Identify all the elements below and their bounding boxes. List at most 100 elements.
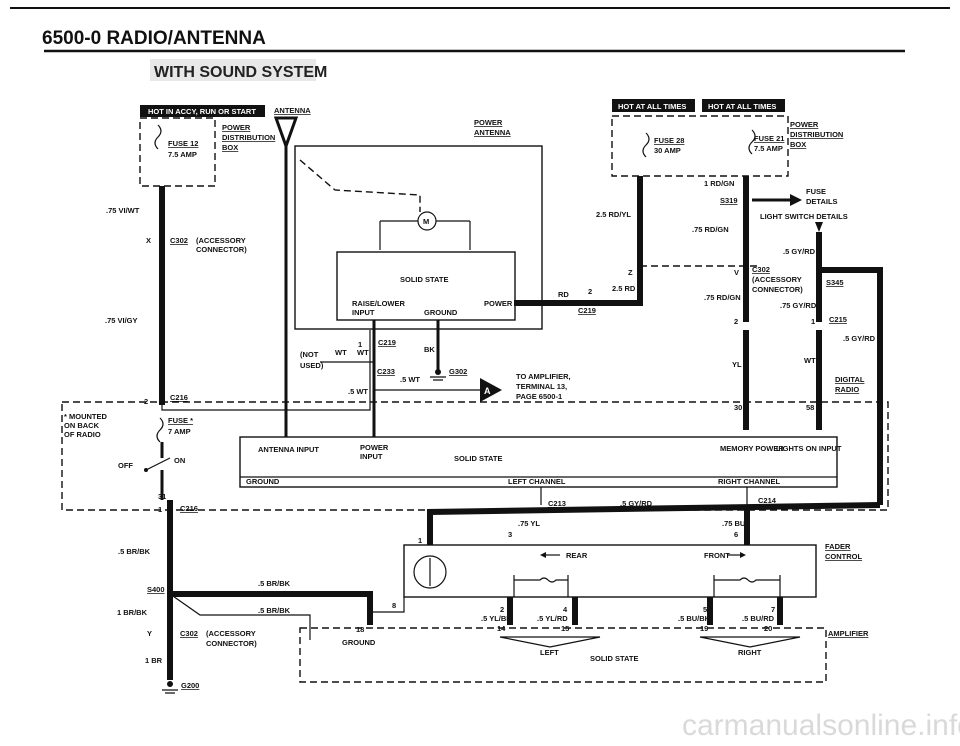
wire-5-br-bk-b <box>170 591 373 625</box>
switch-off-label: OFF <box>118 461 133 470</box>
fuse21-amp: 7.5 AMP <box>754 144 783 153</box>
wire-5-br-bk-c <box>169 593 311 640</box>
right-power-distribution-box <box>611 115 789 177</box>
wire-5brbk-c-label: .5 BR/BK <box>258 606 291 615</box>
radio-fuse-symbol <box>156 417 164 443</box>
rear-label: REAR <box>566 551 588 560</box>
amplifier-outline <box>299 627 827 683</box>
wire-75gyrd-label: .75 GY/RD <box>780 301 817 310</box>
fader-pin-2: 2 <box>500 605 504 614</box>
fuse12-label: FUSE 12 <box>168 139 198 148</box>
bk-label: BK <box>424 345 435 354</box>
rear-arrow-icon <box>540 552 546 558</box>
fuse28-label: FUSE 28 <box>654 136 684 145</box>
c219r-pin-2: 2 <box>588 287 592 296</box>
fader-to-amplifier-wires <box>507 597 783 625</box>
hot-all-bar-2 <box>702 99 785 112</box>
power-antenna-label-2: ANTENNA <box>474 128 511 137</box>
power-input-label-2: INPUT <box>360 452 383 461</box>
hot-run-bar <box>140 105 265 117</box>
antenna-input-label: ANTENNA INPUT <box>258 445 319 454</box>
mounted-label-2: ON BACK <box>64 421 100 430</box>
left-channel-label: LEFT CHANNEL <box>508 477 566 486</box>
wire-5wt-b-label: .5 WT <box>348 387 368 396</box>
watermark: carmanualsonline.info <box>682 709 960 742</box>
wire-5wt-a-label: .5 WT <box>400 375 420 384</box>
ground-bot-label: GROUND <box>342 638 376 647</box>
solid-state-top-box <box>336 251 516 321</box>
connector-label-3: CONNECTOR) <box>206 639 257 648</box>
radio-solid-state-box <box>239 436 838 488</box>
g200-label: G200 <box>181 681 199 690</box>
wire-5brbk-a-label: .5 BR/BK <box>118 547 151 556</box>
fuse21-symbol <box>748 129 756 155</box>
raise-lower-label-1: RAISE/LOWER <box>352 299 406 308</box>
wire-5burd-label: .5 BU/RD <box>742 614 775 623</box>
fuse21-label: FUSE 21 <box>754 134 784 143</box>
switch-pivot-icon <box>144 468 148 472</box>
left-power-distribution-box <box>139 117 216 187</box>
ground-mid-label: GROUND <box>246 477 280 486</box>
g302-ground-icon <box>435 369 441 375</box>
hot-run-label: HOT IN ACCY, RUN OR START <box>148 107 256 116</box>
wire-75viwt-label: .75 VI/WT <box>106 206 140 215</box>
hot-all-label-1: HOT AT ALL TIMES <box>618 102 686 111</box>
accessory-label-3: (ACCESSORY <box>206 629 256 638</box>
wire-1br-label: 1 BR <box>145 656 163 665</box>
wire-75vigy-label: .75 VI/GY <box>105 316 138 325</box>
wire-5ylbk-label: .5 YL/BK <box>481 614 512 623</box>
g200-ground-symbol <box>162 689 178 694</box>
fader-resistors <box>513 575 781 597</box>
accessory-label-2: (ACCESSORY <box>752 275 802 284</box>
c302-label: C302 <box>170 236 188 245</box>
fader-pin-7: 7 <box>771 605 775 614</box>
mounted-label-1: * MOUNTED <box>64 412 108 421</box>
fader-control-label-1: FADER <box>825 542 851 551</box>
ground-top-label: GROUND <box>424 308 458 317</box>
c215-pin-1: 1 <box>811 317 815 326</box>
c302r-pin-v: V <box>734 268 739 277</box>
power-dist-label-3: BOX <box>222 143 238 152</box>
wt-label-b: WT <box>357 348 369 357</box>
wire-1rdgn-label: 1 RD/GN <box>704 179 734 188</box>
power-top-label: POWER <box>484 299 513 308</box>
fuse12-amp: 7.5 AMP <box>168 150 197 159</box>
lightswitch-details: LIGHT SWITCH DETAILS <box>760 212 848 221</box>
mounted-label-3: OF RADIO <box>64 430 101 439</box>
front-label: FRONT <box>704 551 730 560</box>
radio-input-leads <box>284 430 376 437</box>
power-dist-label-2: DISTRIBUTION <box>222 133 275 142</box>
arrow-a-icon <box>480 378 502 402</box>
c302b-pin-y: Y <box>147 629 152 638</box>
pin-30: 30 <box>734 403 742 412</box>
wire-75yl-label: .75 YL <box>518 519 540 528</box>
c215-pin-2: 2 <box>734 317 738 326</box>
c216b-pin-31: 31 <box>158 492 166 501</box>
page-title: 6500-0 RADIO/ANTENNA <box>42 28 266 49</box>
wire-1brbk-label: 1 BR/BK <box>117 608 148 617</box>
wire-5-gy-rd-c <box>427 502 881 520</box>
c302r-pin-z: Z <box>628 268 633 277</box>
c216b-label: C216 <box>180 504 198 513</box>
wire-75rdgn-b-label: .75 RD/GN <box>704 293 741 302</box>
pdb-right-label-1: POWER <box>790 120 819 129</box>
wire-5gyrd-b-label: .5 GY/RD <box>843 334 876 343</box>
wire-5gyrd-c-label: .5 GY/RD <box>620 499 653 508</box>
wire-75rdgn-a-label: .75 RD/GN <box>692 225 729 234</box>
c213-label: C213 <box>548 499 566 508</box>
s319-splice-icon <box>743 197 749 203</box>
digital-radio-label-2: RADIO <box>835 385 859 394</box>
banner: WITH SOUND SYSTEM <box>154 64 327 81</box>
amplifier-label: AMPLIFIER <box>828 629 869 638</box>
fader-pin-4: 4 <box>563 605 568 614</box>
fuse-details-2: DETAILS <box>806 197 838 206</box>
g302-ground-symbol <box>430 376 446 381</box>
g200-ground-icon <box>167 681 173 687</box>
hot-all-bar-1 <box>612 99 695 112</box>
wire-25rd-label: 2.5 RD <box>612 284 636 293</box>
front-arrow-icon <box>740 552 746 558</box>
digital-radio-label-1: DIGITAL <box>835 375 865 384</box>
fader-pin-5: 5 <box>703 605 707 614</box>
c214-label: C214 <box>758 496 777 505</box>
